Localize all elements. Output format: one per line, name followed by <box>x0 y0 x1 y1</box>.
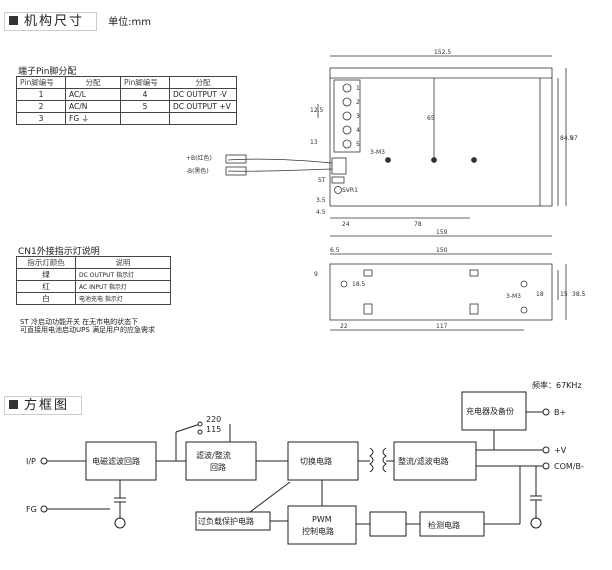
transformer-primary <box>369 447 374 473</box>
svr-label: SVR1 <box>342 187 358 194</box>
fg-terminal-icon <box>40 505 48 513</box>
fg-label: FG <box>26 505 37 514</box>
dim-18: 18 <box>536 291 544 298</box>
com-label: COM/B- <box>554 462 584 471</box>
switch-115-label: 115 <box>206 425 221 434</box>
optocoupler <box>369 511 407 537</box>
table-row: 3 FG ⏚ <box>16 112 237 125</box>
hole-label: 3-M3 <box>370 149 385 156</box>
svr-knob[interactable] <box>334 186 342 194</box>
bullet-square-icon <box>9 16 18 25</box>
pwm-label-1: PWM <box>312 515 332 524</box>
dim-9: 9 <box>314 271 318 278</box>
dim-4-5: 4.5 <box>316 209 326 216</box>
pin-number: 1 <box>356 85 360 92</box>
section-title-mechanical: 机构尺寸 <box>4 12 98 31</box>
dim-12: 12.5 <box>310 107 324 114</box>
dim-152: 152.5 <box>434 49 451 56</box>
pin-number: 3 <box>356 113 360 120</box>
dim-38-5: 38.5 <box>572 291 586 298</box>
detect-label: 检测电路 <box>428 520 460 530</box>
dim-84: 84.5 <box>560 135 574 142</box>
rectifier-block <box>185 441 257 481</box>
table-row: 白 电池充电 指示灯 <box>16 292 171 305</box>
note-line: 可直接用电池启动UPS 满足用户的应急需求 <box>20 326 156 334</box>
vplus-label: +V <box>554 446 567 455</box>
com-terminal-icon <box>542 462 550 470</box>
dim-3-5: 3.5 <box>316 197 326 204</box>
ip-label: I/P <box>26 457 36 466</box>
table-cell: 电池充电 指示灯 <box>75 292 171 305</box>
st-switch[interactable] <box>331 176 345 184</box>
output-rectifier-label: 整流/滤波电路 <box>398 456 449 466</box>
freq-label: 频率：67KHz <box>532 380 582 390</box>
rectifier-label-2: 回路 <box>210 462 226 472</box>
top-view-outline <box>329 67 553 207</box>
bplus-label: B+ <box>554 408 566 417</box>
pin-number: 5 <box>356 141 360 148</box>
side-hole-label: 3-M3 <box>506 293 521 300</box>
switch-115-contact-icon <box>197 429 203 435</box>
block-diagram: 频率：67KHz I/P FG 220 115 电磁滤波回路 滤波/整流 回路 … <box>26 380 584 545</box>
terminal-block <box>333 79 361 153</box>
charger-label: 充电器及备份 <box>466 406 514 416</box>
table-cell <box>169 112 237 125</box>
bplus-terminal-icon <box>542 408 550 416</box>
transformer-secondary <box>382 447 387 473</box>
note-line: ST 冷启动功能开关 在无市电的状态下 <box>20 318 139 326</box>
dim-159: 159 <box>436 229 448 236</box>
dim-22: 22 <box>340 323 348 330</box>
switch-220-label: 220 <box>206 415 221 424</box>
switch-label: 切换电路 <box>300 456 332 466</box>
st-note: ST 冷启动功能开关 在无市电的状态下 可直接用电池启动UPS 满足用户的应急需… <box>20 318 155 334</box>
pwm-label-2: 控制电路 <box>302 526 334 536</box>
dim-24: 24 <box>342 221 350 228</box>
ground-icon <box>530 517 542 529</box>
pin-table-caption: 端子Pin脚分配 <box>18 67 77 77</box>
led-red-label: +B(红色) <box>186 154 212 162</box>
unit-label: 单位:mm <box>108 17 151 28</box>
pwm-block <box>287 505 357 545</box>
dim-13: 13 <box>310 139 318 146</box>
pin-number: 2 <box>356 99 360 106</box>
table-row: 2 AC/N 5 DC OUTPUT +V <box>16 100 237 113</box>
section-title-block-diagram: 方框图 <box>4 396 83 415</box>
dim-150: 150 <box>436 247 448 254</box>
dim-18-5: 18.5 <box>352 281 366 288</box>
cn1-connector <box>331 157 347 175</box>
pin-table: Pin脚编号 分配 Pin脚编号 分配 1 AC/L 4 DC OUTPUT -… <box>16 76 237 125</box>
dim-65: 65 <box>427 115 435 122</box>
mechanical-drawing: 152.5 97 84.5 65 12.5 13 3-M3 ST SVR1 24… <box>186 49 586 331</box>
dim-6-5: 6.5 <box>330 247 340 254</box>
dim-15: 15 <box>560 291 568 298</box>
led-black-label: -B(黑色) <box>186 167 209 175</box>
table-row: 红 AC INPUT 指示灯 <box>16 280 171 293</box>
ground-icon <box>114 517 126 529</box>
st-label: ST <box>318 177 326 184</box>
emi-label: 电磁滤波回路 <box>92 456 140 466</box>
vplus-terminal-icon <box>542 446 550 454</box>
pin-number: 4 <box>356 127 360 134</box>
dim-97: 97 <box>570 135 578 142</box>
dim-117: 117 <box>436 323 448 330</box>
led-table-caption: CN1外接指示灯说明 <box>18 247 100 257</box>
rectifier-label-1: 滤波/整流 <box>196 450 231 460</box>
side-view-outline <box>329 263 553 321</box>
switch-220-contact-icon <box>197 421 203 427</box>
dim-78: 78 <box>414 221 422 228</box>
led-table-header: 指示灯颜色 说明 <box>16 256 171 269</box>
led-table: 指示灯颜色 说明 绿 DC OUTPUT 指示灯 红 AC INPUT 指示灯 … <box>16 256 171 305</box>
ip-terminal-icon <box>40 457 48 465</box>
bullet-square-icon <box>9 400 18 409</box>
overload-label: 过负载保护电路 <box>198 516 254 526</box>
